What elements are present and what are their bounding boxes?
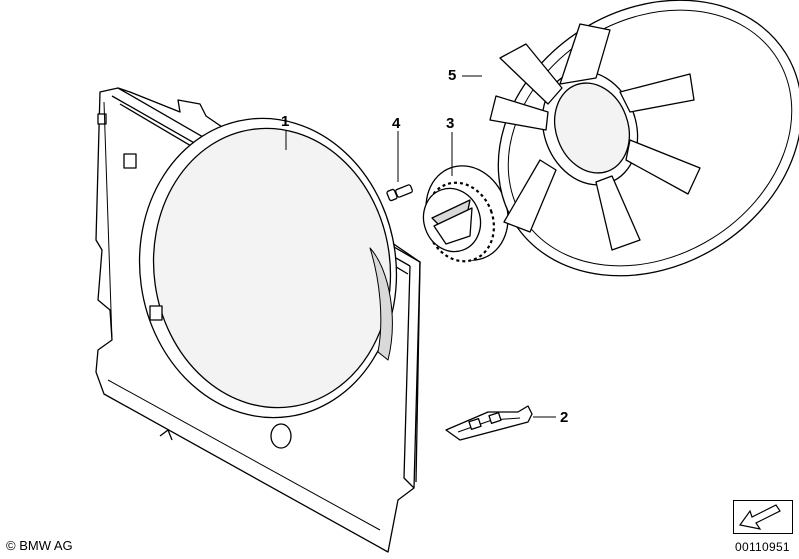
clip-part[interactable]	[445, 405, 533, 441]
diagram-number: 00110951	[735, 540, 790, 554]
leader-lines	[285, 75, 556, 418]
callout-1: 1	[281, 113, 290, 130]
callout-5: 5	[448, 67, 457, 84]
fan-hub-part[interactable]	[413, 154, 521, 272]
fan-blade-part[interactable]	[446, 0, 799, 331]
callout-2: 2	[560, 409, 569, 426]
callout-4: 4	[392, 115, 401, 132]
reference-box	[733, 500, 793, 534]
copyright-text: © BMW AG	[6, 538, 73, 553]
arrow-down-left-icon	[738, 504, 781, 530]
bolt-part[interactable]	[386, 184, 413, 202]
fan-shroud-part[interactable]	[95, 87, 421, 553]
callout-3: 3	[446, 115, 455, 132]
